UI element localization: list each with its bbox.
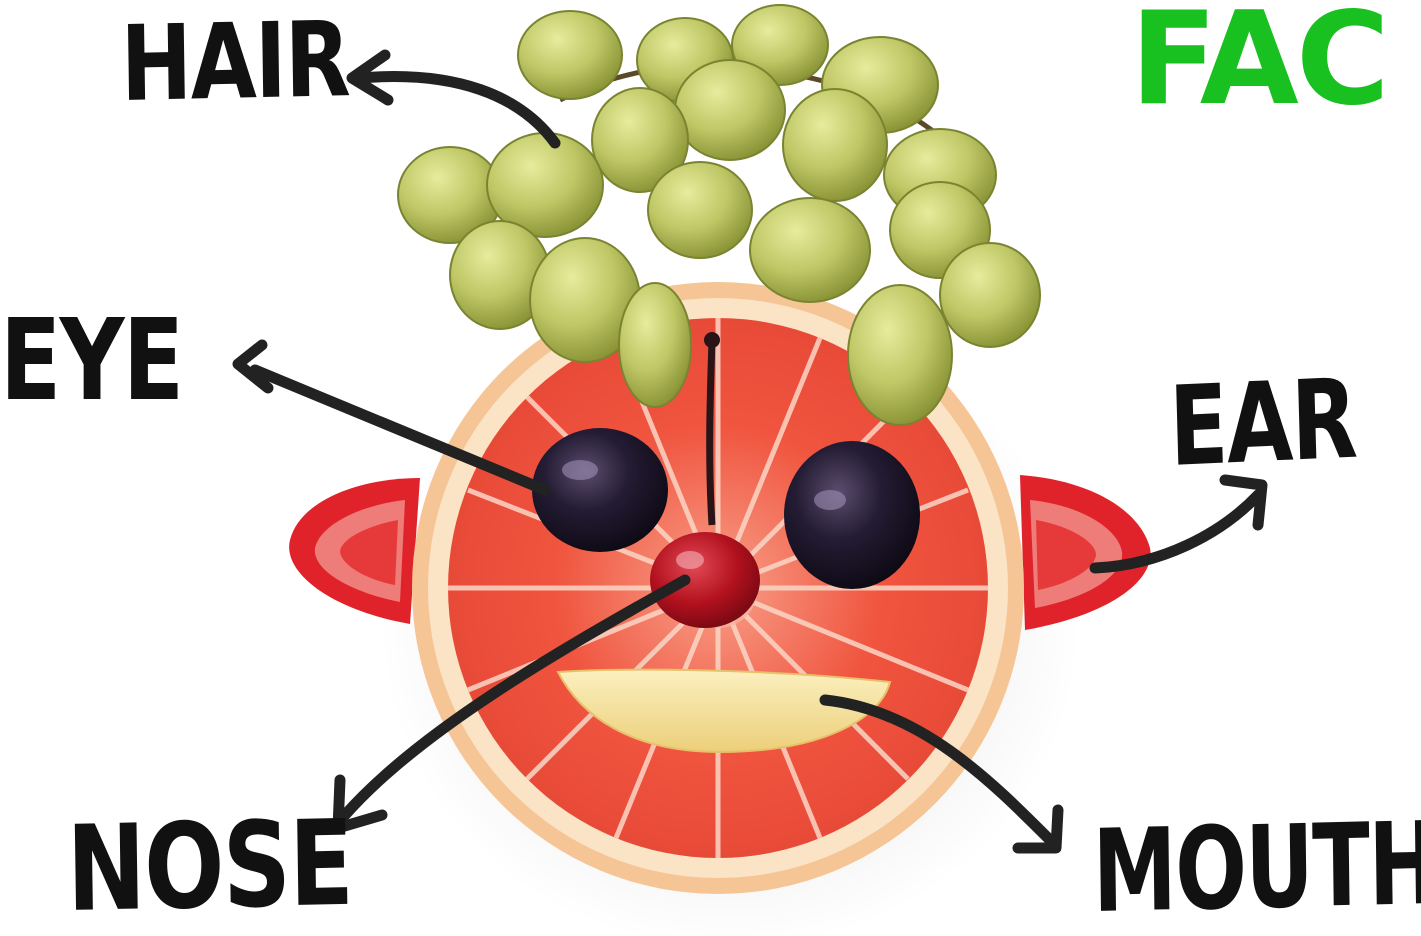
label-nose: NOSE xyxy=(66,804,353,928)
hair-arrow xyxy=(360,77,555,143)
label-eye: EYE xyxy=(0,305,183,417)
strawberry-right-ear xyxy=(1020,475,1151,630)
label-ear: EAR xyxy=(1168,364,1357,482)
label-hair: HAIR xyxy=(120,7,350,116)
label-mouth: MOUTH xyxy=(1092,807,1421,929)
strawberry-left-ear xyxy=(289,478,420,624)
title-text: FAC xyxy=(1130,0,1387,124)
